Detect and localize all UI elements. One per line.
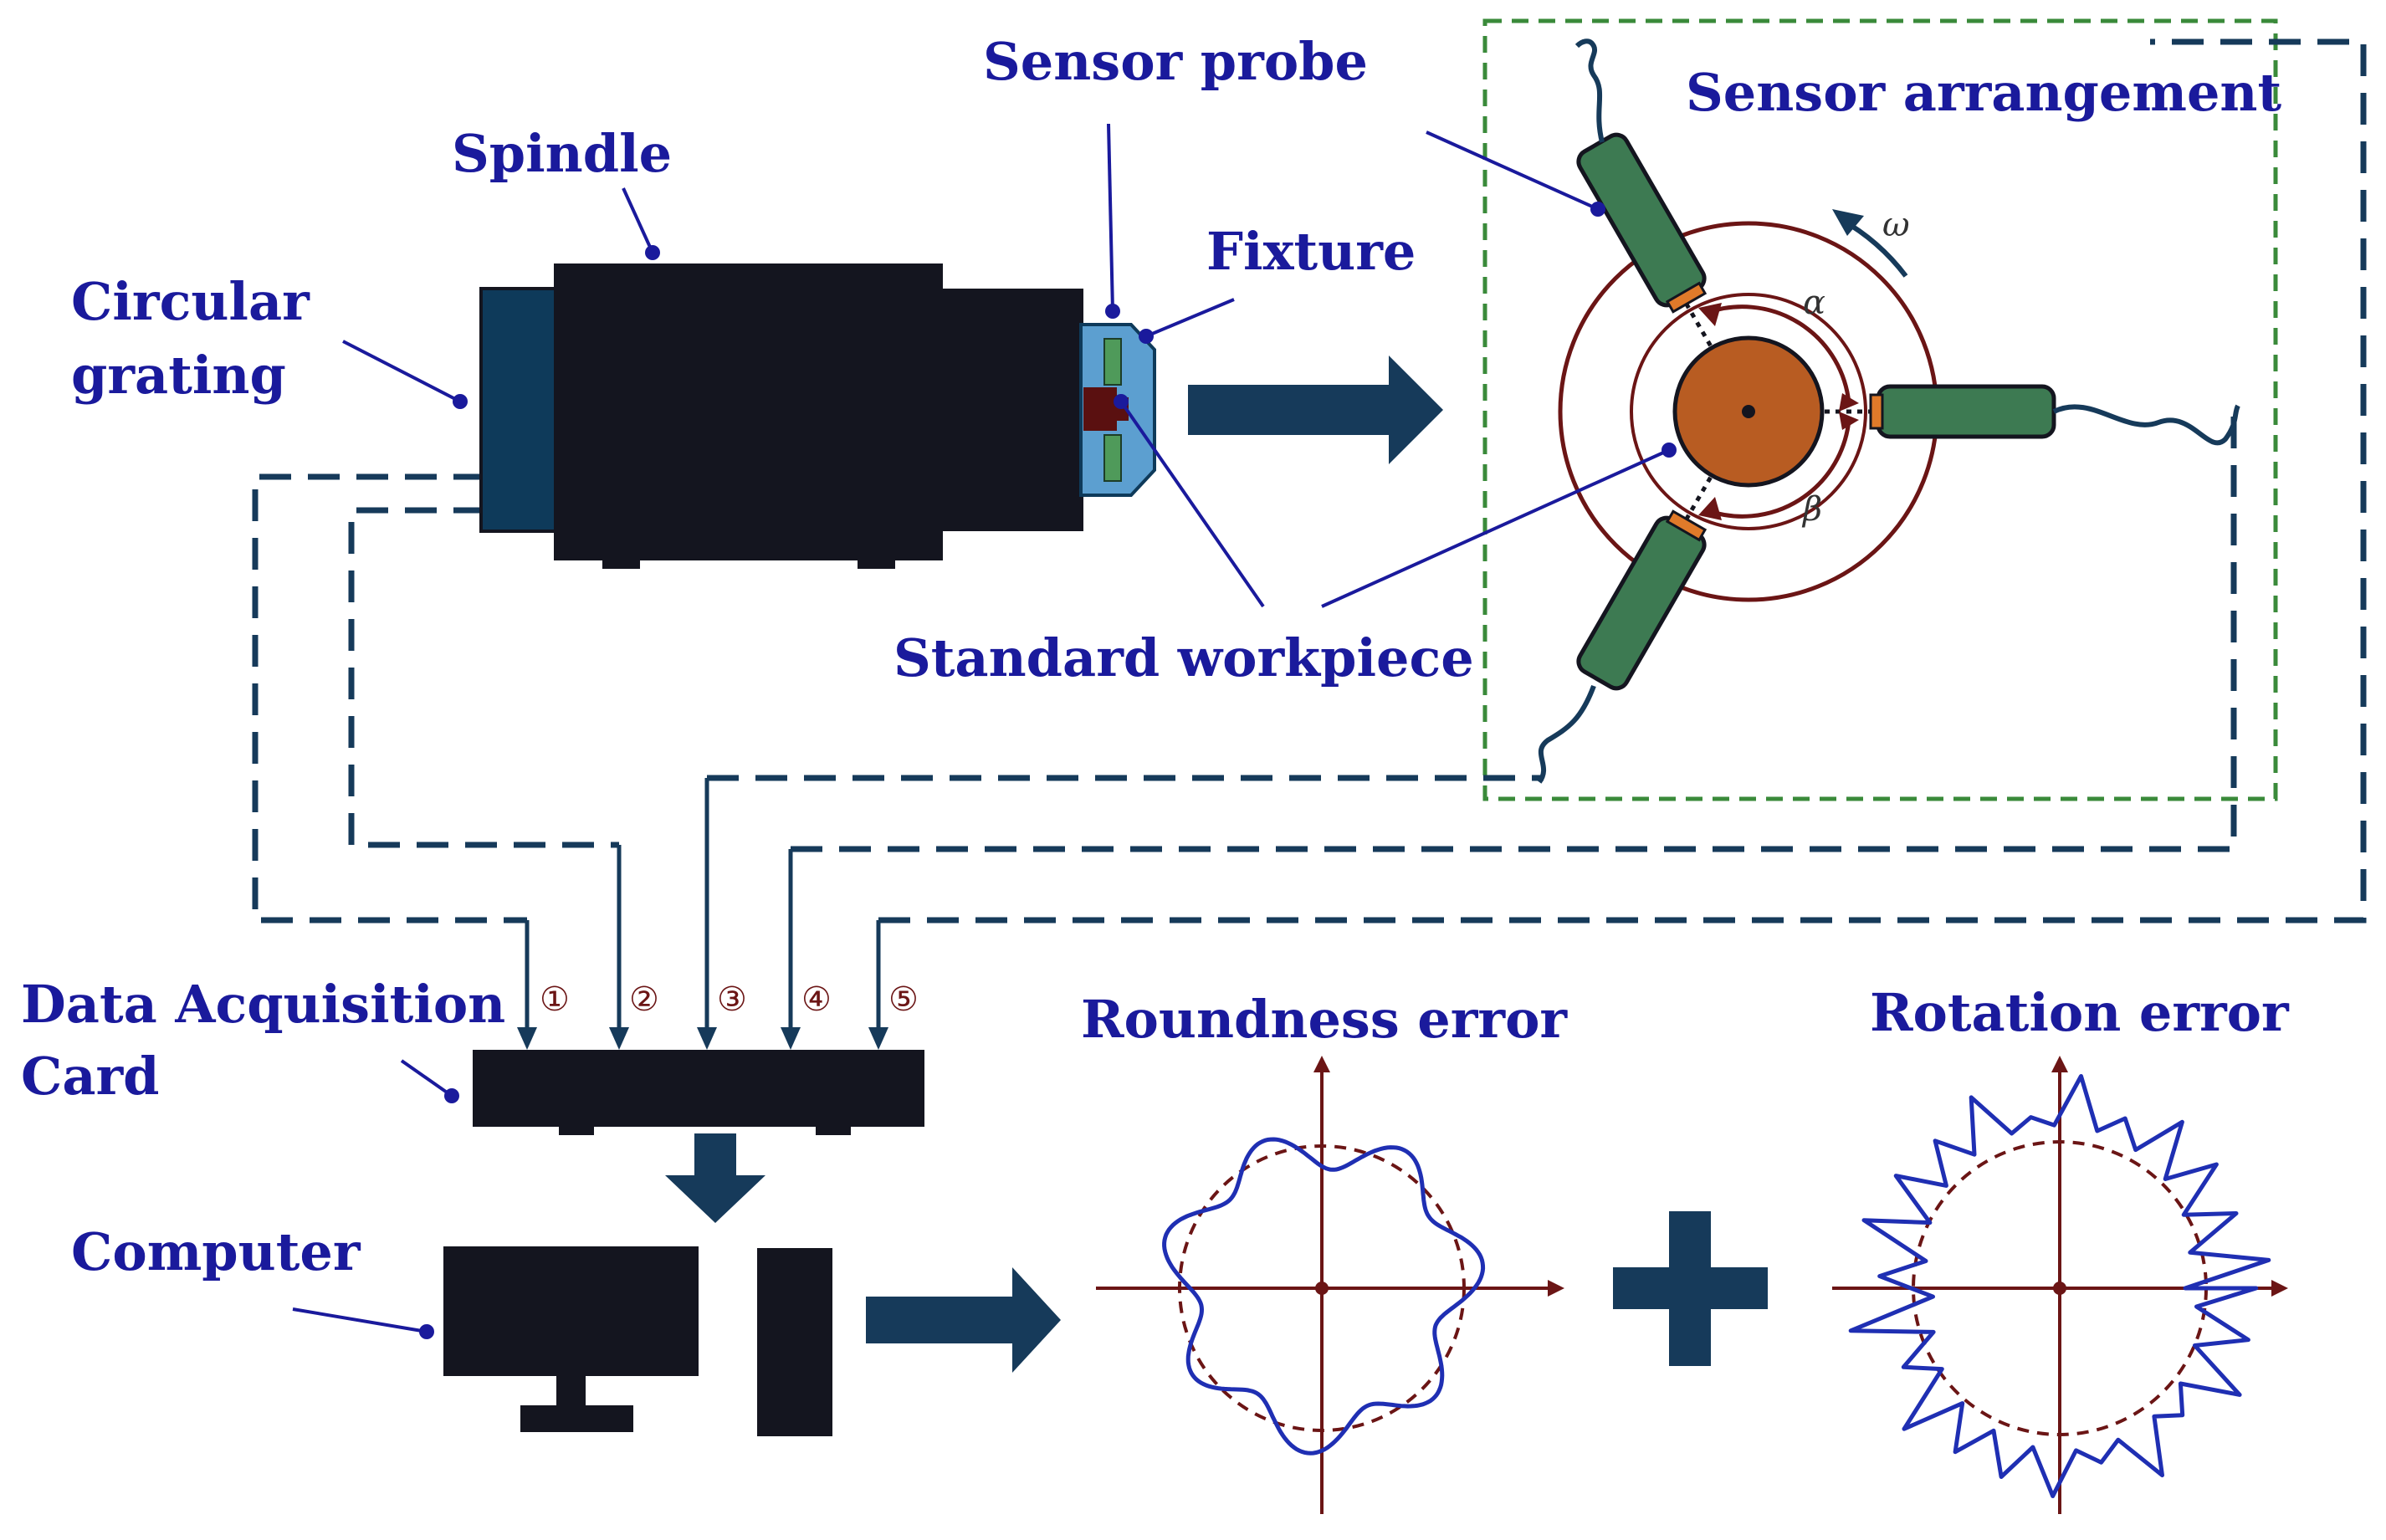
omega-arrowhead [1832, 209, 1864, 236]
fixture-probe-bottom [1103, 434, 1122, 482]
cable-5 [878, 38, 2367, 923]
daq-foot-right [816, 1125, 851, 1135]
sensor-probe-bottom [1576, 509, 1708, 691]
beta-label: β [1801, 490, 1822, 529]
label-daq-2: Card [21, 1046, 160, 1107]
spindle-body [554, 263, 943, 560]
fixture-workpiece-slot [1083, 387, 1117, 431]
signal-cables [252, 38, 2367, 923]
workpiece-center [1742, 405, 1755, 418]
spindle-foot-left [602, 559, 640, 569]
daq-card [473, 1050, 924, 1127]
daq-foot-left [559, 1125, 594, 1135]
channel-2: ② [629, 980, 659, 1019]
cable-1 [252, 473, 527, 923]
label-computer: Computer [71, 1221, 361, 1282]
plus-icon [1613, 1211, 1768, 1366]
circular-grating [479, 287, 558, 533]
probe-wires [1537, 38, 2240, 784]
cable-2 [348, 507, 619, 848]
rotation-plot [1832, 1056, 2288, 1514]
label-circular-grating-1: Circular [71, 271, 310, 332]
label-sensor-probe: Sensor probe [983, 31, 1368, 92]
rotation-curve [1848, 1074, 2271, 1498]
alpha-label: α [1803, 284, 1825, 322]
monitor-stand [556, 1376, 586, 1410]
leader-dots [419, 202, 1677, 1339]
label-daq-1: Data Acquisition [21, 974, 505, 1035]
leader-lines [292, 123, 1670, 1333]
sensor-arrangement-box [1482, 18, 2278, 801]
channel-5: ⑤ [888, 980, 919, 1019]
pc-tower-icon [757, 1248, 832, 1436]
omega-label: ω [1882, 206, 1910, 244]
label-circular-grating-2: grating [71, 345, 286, 406]
inner-ring [1630, 293, 1867, 530]
label-rotation-error: Rotation error [1870, 982, 2290, 1043]
spindle-front [941, 289, 1083, 531]
arrow-right-icon [1188, 356, 1443, 464]
arrow-right-icon-2 [866, 1267, 1061, 1373]
channel-1: ① [540, 980, 570, 1019]
sensor-probe-right [1869, 384, 2056, 439]
channel-4: ④ [801, 980, 832, 1019]
signal-arrowheads [517, 1027, 888, 1050]
label-spindle: Spindle [452, 123, 672, 184]
alpha-arc [1706, 304, 1851, 404]
channel-3: ③ [717, 980, 747, 1019]
beta-arc [1706, 419, 1851, 519]
signal-cable-ends [525, 778, 881, 1037]
sensor-probe-top [1576, 132, 1708, 314]
label-standard-workpiece: Standard workpiece [893, 627, 1474, 688]
label-sensor-arrangement: Sensor arrangement [1686, 62, 2281, 123]
fixture-probe-top [1103, 338, 1122, 386]
monitor-icon [443, 1246, 699, 1376]
label-fixture: Fixture [1206, 221, 1416, 282]
roundness-curve [1162, 1137, 1486, 1456]
arrow-down-icon [665, 1133, 765, 1223]
label-roundness-error: Roundness error [1081, 989, 1568, 1050]
monitor-base [520, 1405, 633, 1432]
angle-arrowheads [1698, 303, 1859, 520]
roundness-plot [1096, 1056, 1564, 1514]
spindle-foot-right [858, 559, 895, 569]
